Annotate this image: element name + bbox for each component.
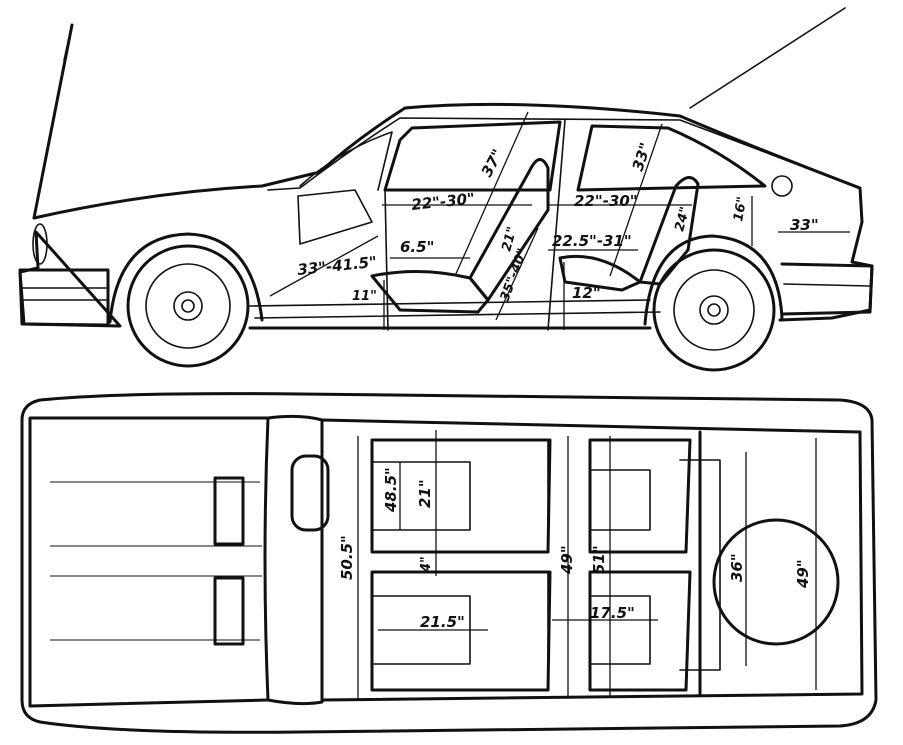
headlight xyxy=(32,223,48,265)
top-body-outline xyxy=(20,392,878,734)
dim-35-40: 35"-40" xyxy=(498,246,531,303)
dim-36: 36" xyxy=(728,553,746,582)
dim-49-rear: 49" xyxy=(794,559,812,589)
dim-16: 16" xyxy=(731,196,750,223)
rear-seat-left xyxy=(588,438,692,554)
dim-4: 4" xyxy=(419,556,434,573)
side-dimension-lines xyxy=(269,111,850,330)
dim-37: 37" xyxy=(478,146,507,180)
rear-view-mirror xyxy=(290,454,330,532)
fuel-cap xyxy=(771,175,793,197)
dim-12: 12" xyxy=(572,284,601,302)
rear-seat-right xyxy=(588,570,692,692)
side-view: 37" 33" 22"-30" 22"-30" 16" 33" 33"-41.5… xyxy=(18,7,874,372)
cabin xyxy=(320,418,864,702)
top-dimension-lines xyxy=(357,430,817,700)
dim-22-5-31: 22.5"-31" xyxy=(552,232,632,250)
front-seat-right xyxy=(370,570,552,692)
open-bonnet xyxy=(32,23,74,220)
dim-49-mid: 49" xyxy=(558,545,576,575)
dim-21: 21" xyxy=(499,225,520,253)
bonnet-vent-lower xyxy=(213,576,245,646)
bonnet xyxy=(28,416,270,708)
dim-6-5: 6.5" xyxy=(400,238,434,256)
top-dimension-labels: 50.5" 48.5" 21" 4" 49" 51" 21.5" 17.5" 3… xyxy=(338,467,812,631)
dim-24: 24" xyxy=(672,205,693,233)
dim-51: 51" xyxy=(590,545,608,574)
dim-22-30-front: 22"-30" xyxy=(411,189,476,214)
rear-wheel-arch xyxy=(643,234,784,326)
rear-seat-cushion xyxy=(558,254,642,292)
antenna xyxy=(689,7,846,109)
rear-wheel xyxy=(652,248,776,372)
dim-50-5: 50.5" xyxy=(338,535,356,580)
front-bumper xyxy=(18,268,110,327)
bonnet-vent-upper xyxy=(213,476,245,546)
rear-bumper xyxy=(780,262,874,316)
front-wheel xyxy=(126,244,250,368)
dim-48-5: 48.5" xyxy=(382,467,400,513)
dim-22-30-rear: 22"-30" xyxy=(574,192,638,210)
dim-17-5: 17.5" xyxy=(590,604,635,622)
front-seat-cushion xyxy=(370,270,490,314)
rear-window xyxy=(576,124,767,192)
dim-33-rear: 33" xyxy=(790,216,819,234)
dim-21-5: 21.5" xyxy=(420,613,465,631)
front-window xyxy=(383,120,562,192)
dim-33-41-5: 33"-41.5" xyxy=(297,253,378,279)
dim-33: 33" xyxy=(629,140,655,173)
top-view: 50.5" 48.5" 21" 4" 49" 51" 21.5" 17.5" 3… xyxy=(20,392,878,734)
front-wheel-arch xyxy=(108,232,264,324)
front-seat-back xyxy=(468,158,550,302)
side-dimension-labels: 37" 33" 22"-30" 22"-30" 16" 33" 33"-41.5… xyxy=(297,140,819,304)
rear-seat-back xyxy=(638,176,700,286)
dim-21-top: 21" xyxy=(416,479,434,508)
dim-11: 11" xyxy=(352,289,377,304)
windscreen xyxy=(299,131,393,191)
front-seat-left xyxy=(370,438,552,554)
spare-wheel xyxy=(712,518,840,646)
